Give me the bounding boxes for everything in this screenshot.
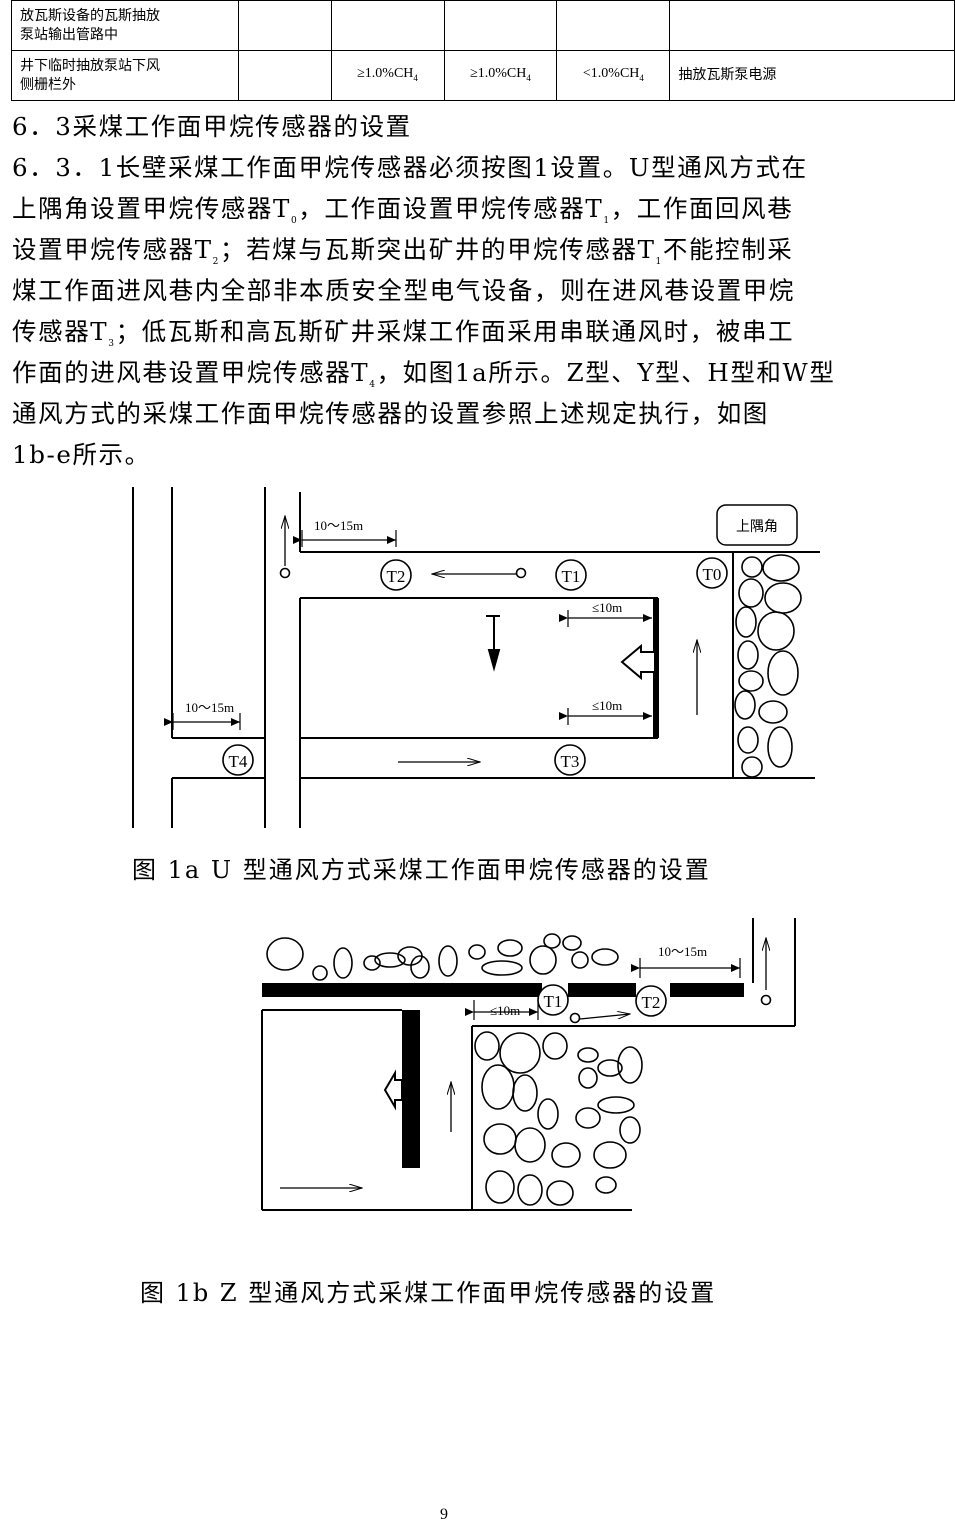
- paragraph-line: 煤工作面进风巷内全部非本质安全型电气设备，则在进风巷设置甲烷: [12, 270, 795, 311]
- cell-line: 井下临时抽放泵站下风: [20, 57, 160, 74]
- dimension-lines: [164, 530, 652, 730]
- air-arrows: [280, 938, 766, 1188]
- subscript: 4: [369, 379, 377, 390]
- page-number: 9: [440, 1506, 448, 1523]
- subscript: 1: [655, 256, 663, 267]
- text-run: 1b-e所示。: [12, 440, 151, 469]
- cell-line: 放瓦斯设备的瓦斯抽放: [20, 7, 160, 24]
- sensor-t0: T0: [696, 557, 728, 589]
- text-run: 上隅角设置甲烷传感器T: [12, 194, 291, 223]
- subscript: 0: [290, 215, 299, 226]
- text-run: ，工作面回风巷: [610, 194, 794, 223]
- tail-marker: [486, 615, 501, 672]
- paragraph-line: 上隅角设置甲烷传感器T0，工作面设置甲烷传感器T1，工作面回风巷: [12, 188, 793, 242]
- subscript: 2: [212, 256, 220, 267]
- sensor-label: T4: [229, 752, 248, 771]
- dist-label: ≤10m: [490, 1003, 520, 1018]
- cell-text: ≥1.0%CH: [357, 65, 414, 81]
- table-cell: [237, 50, 332, 101]
- hollow-arrow: [620, 643, 656, 681]
- sensor-label: T1: [562, 567, 581, 586]
- air-arrows: [285, 516, 697, 762]
- sensor-label: T3: [561, 752, 580, 771]
- table-cell-restore: <1.0%CH4: [556, 50, 671, 101]
- sensor-t4: T4: [222, 744, 254, 776]
- sensor-label: T1: [544, 992, 563, 1011]
- hollow-arrow: [383, 1069, 403, 1111]
- dist-label: ≤10m: [592, 600, 622, 615]
- figure-1b-caption: 图 1b Z 型通风方式采煤工作面甲烷传感器的设置: [140, 1279, 717, 1307]
- subscript: 4: [639, 72, 644, 83]
- upper-corner-box: [716, 504, 798, 546]
- paragraph-line: 设置甲烷传感器T2；若煤与瓦斯突出矿井的甲烷传感器T1不能控制采: [12, 229, 793, 283]
- table-cell-cutoff: ≥1.0%CH4: [443, 50, 558, 101]
- sensor-dot: [569, 1012, 581, 1024]
- text-run: ；低瓦斯和高瓦斯矿井采煤工作面采用串联通风时，被串工: [115, 317, 795, 346]
- corner-label: 上隅角: [736, 519, 778, 535]
- subscript: 4: [413, 72, 418, 83]
- cell-text: ≥1.0%CH: [470, 65, 527, 81]
- dist-label: 10～15m: [658, 944, 707, 959]
- paragraph-line: 6．3．1长壁采煤工作面甲烷传感器必须按图1设置。U型通风方式在: [12, 147, 808, 188]
- sensor-dot: [515, 567, 527, 579]
- text-run: 不能控制采: [662, 235, 794, 264]
- cell-line: 泵站输出管路中: [20, 26, 118, 43]
- table-row: 放瓦斯设备的瓦斯抽放 泵站输出管路中: [11, 0, 955, 51]
- sensor-dot: [279, 567, 291, 579]
- sensor-t1: T1: [555, 559, 587, 591]
- sensor-t2: T2: [635, 985, 667, 1017]
- text-run: 传感器T: [12, 317, 109, 346]
- paragraph-line: 传感器T3；低瓦斯和高瓦斯矿井采煤工作面采用串联通风时，被串工: [12, 311, 794, 365]
- goaf-rocks-right: [474, 1031, 643, 1206]
- sensor-label: T2: [387, 567, 406, 586]
- text-run: 6．3．1长壁采煤工作面甲烷传感器必须按图1设置。U型通风方式在: [12, 153, 808, 182]
- sensor-dot: [760, 994, 772, 1006]
- dist-label: 10～15m: [314, 518, 363, 533]
- cell-line: 侧栅栏外: [20, 76, 76, 93]
- text-run: ，如图1a所示。Z型、Y型、H型和W型: [376, 358, 836, 387]
- sensor-t2: T2: [380, 559, 412, 591]
- text-run: 通风方式的采煤工作面甲烷传感器的设置参照上述规定执行，如图: [12, 399, 769, 428]
- figure-1a-diagram: 上隅角 10～15m 10～15m ≤10m ≤10m T2 T1 T0: [132, 487, 820, 828]
- table-cell-location: 放瓦斯设备的瓦斯抽放 泵站输出管路中: [11, 0, 239, 51]
- sensor-t3: T3: [554, 744, 586, 776]
- text-run: ，工作面设置甲烷传感器T: [298, 194, 604, 223]
- text-run: 煤工作面进风巷内全部非本质安全型电气设备，则在进风巷设置甲烷: [12, 276, 795, 305]
- figure-1b-diagram: ≤10m 10～15m T1 T2: [261, 918, 796, 1211]
- sensor-label: T2: [642, 993, 661, 1012]
- table-cell: [669, 0, 955, 51]
- paragraph-line: 1b-e所示。: [12, 434, 151, 475]
- airway-walls: [132, 487, 820, 828]
- dist-label: ≤10m: [592, 698, 622, 713]
- subscript: 1: [603, 215, 611, 226]
- coal-face: [262, 983, 744, 1168]
- subscript: 3: [108, 338, 116, 349]
- dist-label: 10～15m: [185, 700, 234, 715]
- section-heading: 6．3采煤工作面甲烷传感器的设置: [12, 112, 412, 141]
- table-cell: [237, 0, 332, 51]
- goaf-rocks: [734, 554, 802, 778]
- table-row: 井下临时抽放泵站下风 侧栅栏外 ≥1.0%CH4 ≥1.0%CH4 <1.0%C…: [11, 50, 955, 101]
- table-cell-location: 井下临时抽放泵站下风 侧栅栏外: [11, 50, 239, 101]
- text-run: ；若煤与瓦斯突出矿井的甲烷传感器T: [219, 235, 656, 264]
- text-run: 设置甲烷传感器T: [12, 235, 213, 264]
- paragraph-line: 作面的进风巷设置甲烷传感器T4，如图1a所示。Z型、Y型、H型和W型: [12, 352, 835, 406]
- goaf-rocks-top: [266, 933, 619, 981]
- sensor-t1: T1: [537, 984, 569, 1016]
- sensor-table: 放瓦斯设备的瓦斯抽放 泵站输出管路中 井下临时抽放泵站下风 侧栅栏外 ≥1.0%…: [11, 0, 955, 101]
- subscript: 4: [526, 72, 531, 83]
- cell-text: <1.0%CH: [582, 65, 640, 81]
- table-cell-scope: 抽放瓦斯泵电源: [669, 50, 955, 101]
- table-cell: [443, 0, 558, 51]
- sensor-label: T0: [703, 565, 722, 584]
- paragraph-line: 通风方式的采煤工作面甲烷传感器的设置参照上述规定执行，如图: [12, 393, 769, 434]
- figure-1a-caption: 图 1a U 型通风方式采煤工作面甲烷传感器的设置: [132, 856, 711, 884]
- text-run: 作面的进风巷设置甲烷传感器T: [12, 358, 370, 387]
- table-cell-alarm: ≥1.0%CH4: [330, 50, 445, 101]
- airway-walls: [261, 918, 796, 1211]
